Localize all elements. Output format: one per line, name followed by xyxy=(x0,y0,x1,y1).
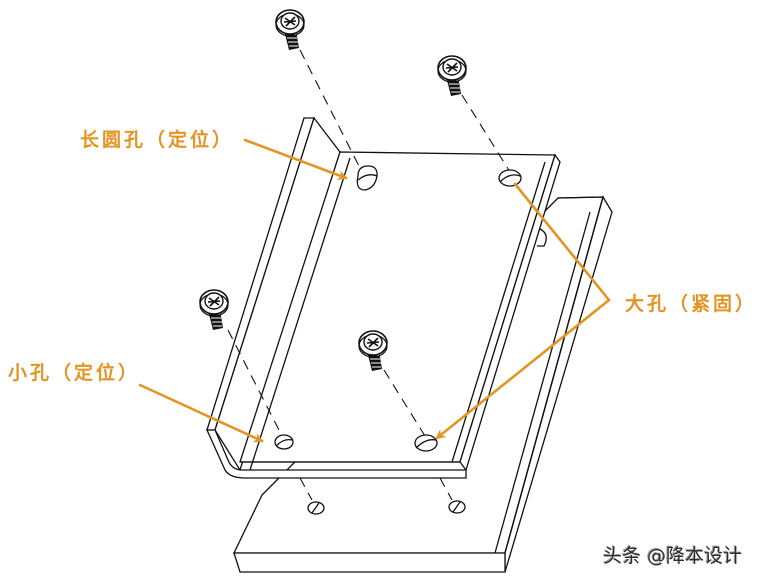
label-slot-hole: 长圆孔（定位） xyxy=(80,129,235,151)
large-hole-top xyxy=(498,169,522,187)
axis-lines xyxy=(227,49,511,501)
watermark: 头条 @降本设计 xyxy=(603,545,743,567)
screw-icon xyxy=(275,9,305,51)
large-hole-bottom xyxy=(414,434,438,452)
l-bracket xyxy=(205,116,561,479)
small-hole xyxy=(274,434,294,450)
label-small-hole: 小孔（定位） xyxy=(8,362,141,384)
screw-icon xyxy=(199,289,229,331)
label-large-hole: 大孔（紧固） xyxy=(625,293,758,315)
bracket-holes xyxy=(274,165,522,452)
slot-hole xyxy=(356,165,378,191)
annotation-arrows xyxy=(138,138,611,443)
arrow-slot-hole xyxy=(243,138,348,180)
arrow-large-holes xyxy=(435,182,611,440)
arrow-small-hole xyxy=(138,383,264,443)
screw-icon xyxy=(437,55,467,97)
